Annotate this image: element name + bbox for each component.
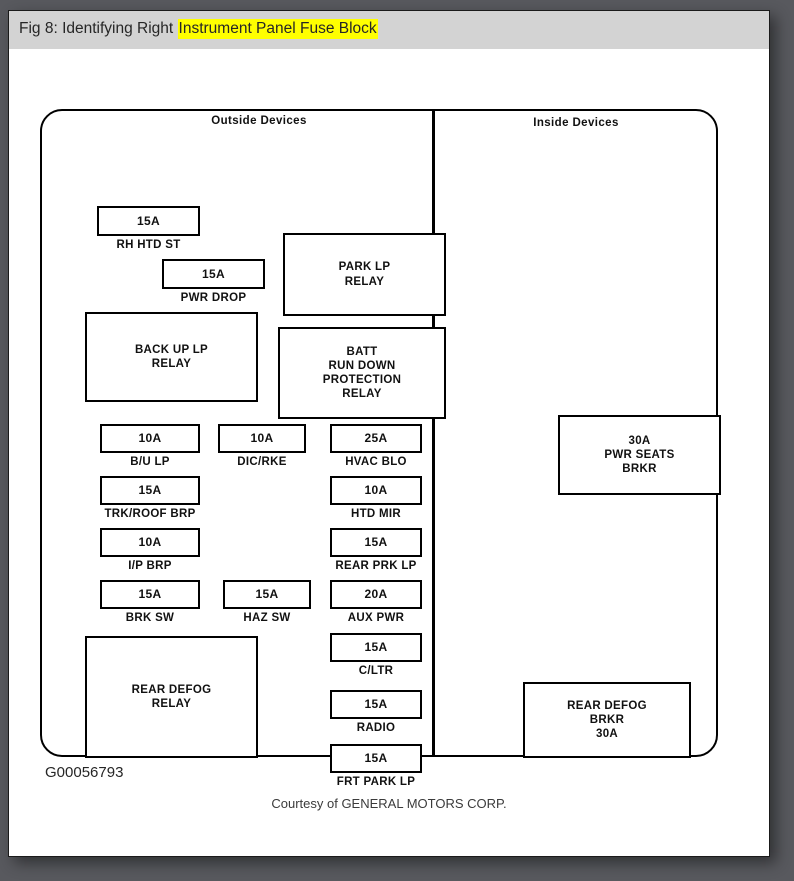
hvac-blo-line: 25A bbox=[364, 431, 388, 446]
document-page: Fig 8: Identifying Right Instrument Pane… bbox=[8, 10, 770, 857]
fuse-htd-mir: 10A bbox=[330, 476, 422, 505]
batt-run-down-relay-line: PROTECTION bbox=[322, 374, 402, 386]
aux-pwr-caption: AUX PWR bbox=[347, 612, 405, 624]
fuse-pwr-drop: 15A bbox=[162, 259, 265, 289]
fuse-c-ltr: 15A bbox=[330, 633, 422, 662]
fuse-ip-brp: 10A bbox=[100, 528, 200, 557]
park-lp-relay-line: PARK LP bbox=[338, 261, 391, 274]
rear-defog-brkr-line: BRKR bbox=[589, 713, 625, 726]
page-title: Fig 8: Identifying Right Instrument Pane… bbox=[19, 19, 378, 39]
ip-brp-caption: I/P BRP bbox=[128, 560, 172, 572]
column-heading-inside-devices: Inside Devices bbox=[533, 117, 619, 129]
rear-defog-relay-line: RELAY bbox=[151, 698, 192, 710]
back-up-lp-relay-line: BACK UP LP bbox=[134, 343, 209, 356]
batt-run-down-relay-line: BATT bbox=[346, 345, 378, 358]
ip-brp-line: 10A bbox=[138, 535, 162, 550]
pwr-seats-brkr-line: 30A bbox=[628, 434, 651, 447]
rh-htd-st-caption: RH HTD ST bbox=[116, 239, 181, 251]
column-heading-outside-devices: Outside Devices bbox=[211, 115, 307, 127]
trk-roof-brp-caption: TRK/ROOF BRP bbox=[104, 508, 196, 520]
htd-mir-caption: HTD MIR bbox=[350, 508, 402, 520]
b-u-lp-caption: B/U LP bbox=[130, 456, 170, 468]
fuse-rear-prk-lp: 15A bbox=[330, 528, 422, 557]
pwr-seats-brkr-line: BRKR bbox=[622, 463, 657, 475]
b-u-lp-line: 10A bbox=[138, 431, 162, 446]
frt-park-lp-line: 15A bbox=[364, 751, 388, 766]
brk-sw-line: 15A bbox=[138, 587, 162, 602]
rear-prk-lp-caption: REAR PRK LP bbox=[335, 560, 417, 572]
fuse-brk-sw: 15A bbox=[100, 580, 200, 609]
batt-run-down-relay-line: RUN DOWN bbox=[328, 359, 396, 372]
fuse-frt-park-lp: 15A bbox=[330, 744, 422, 773]
frt-park-lp-caption: FRT PARK LP bbox=[336, 776, 416, 788]
park-lp-relay-line: RELAY bbox=[344, 275, 385, 288]
title-highlight: Instrument Panel Fuse Block bbox=[177, 19, 378, 39]
figure-title-bar: Fig 8: Identifying Right Instrument Pane… bbox=[9, 11, 769, 49]
pwr-drop-caption: PWR DROP bbox=[180, 292, 247, 304]
batt-run-down-relay-line: RELAY bbox=[342, 388, 382, 401]
rear-defog-brkr-line: REAR DEFOG bbox=[567, 699, 647, 712]
rear-defog-brkr-line: 30A bbox=[596, 728, 618, 740]
c-ltr-line: 15A bbox=[364, 640, 388, 655]
figure-code: G00056793 bbox=[45, 764, 124, 781]
relay-rear-defog-relay: REAR DEFOG RELAY bbox=[85, 636, 258, 758]
fuse-block-diagram: Outside Devices Inside Devices 15A RH HTD… bbox=[9, 49, 769, 856]
dic-rke-caption: DIC/RKE bbox=[237, 456, 287, 468]
fuse-radio: 15A bbox=[330, 690, 422, 719]
fuse-dic-rke: 10A bbox=[218, 424, 306, 453]
rh-htd-st-line: 15A bbox=[137, 213, 160, 228]
hvac-blo-caption: HVAC BLO bbox=[345, 456, 407, 468]
inside-outside-divider bbox=[432, 109, 435, 757]
pwr-seats-brkr-line: PWR SEATS bbox=[604, 448, 675, 461]
htd-mir-line: 10A bbox=[364, 483, 388, 498]
radio-caption: RADIO bbox=[356, 722, 396, 734]
fuse-aux-pwr: 20A bbox=[330, 580, 422, 609]
radio-line: 15A bbox=[364, 697, 388, 712]
rear-defog-relay-line: REAR DEFOG bbox=[131, 683, 212, 696]
fuse-rh-htd-st: 15A bbox=[97, 206, 200, 236]
back-up-lp-relay-line: RELAY bbox=[151, 358, 192, 370]
fuse-haz-sw: 15A bbox=[223, 580, 311, 609]
title-prefix: Fig 8: Identifying Right bbox=[19, 20, 178, 37]
relay-back-up-lp-relay: BACK UP LP RELAY bbox=[85, 312, 258, 402]
haz-sw-caption: HAZ SW bbox=[243, 612, 291, 624]
haz-sw-line: 15A bbox=[255, 587, 279, 602]
fuse-trk-roof-brp: 15A bbox=[100, 476, 200, 505]
dic-rke-line: 10A bbox=[250, 431, 274, 446]
fuse-b-u-lp: 10A bbox=[100, 424, 200, 453]
rear-prk-lp-line: 15A bbox=[364, 535, 388, 550]
courtesy-note: Courtesy of GENERAL MOTORS CORP. bbox=[271, 796, 507, 811]
aux-pwr-line: 20A bbox=[364, 587, 388, 602]
fuse-hvac-blo: 25A bbox=[330, 424, 422, 453]
trk-roof-brp-line: 15A bbox=[138, 483, 162, 498]
brk-sw-caption: BRK SW bbox=[125, 612, 175, 624]
c-ltr-caption: C/LTR bbox=[358, 665, 394, 677]
pwr-drop-line: 15A bbox=[202, 266, 225, 281]
